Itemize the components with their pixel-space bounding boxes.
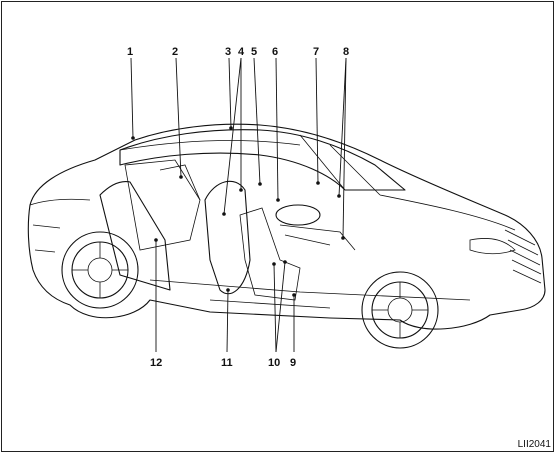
rear-wheel: [61, 231, 139, 309]
leader-lines: [130, 57, 347, 353]
callout-1: 1: [127, 46, 133, 58]
callout-5: 5: [251, 46, 257, 58]
callout-7: 7: [313, 46, 319, 58]
front-wheel: [361, 271, 439, 349]
callout-11: 11: [221, 357, 233, 369]
callout-8: 8: [343, 46, 349, 58]
callout-9: 9: [290, 357, 296, 369]
callout-6: 6: [272, 46, 278, 58]
callout-3: 3: [225, 46, 231, 58]
callout-4: 4: [238, 46, 245, 58]
callout-10: 10: [268, 357, 280, 369]
callout-labels: 1 2 3 4 5 6 7 8 9 10 11 12: [127, 46, 349, 369]
figure-code: LII2041: [517, 439, 551, 450]
callout-2: 2: [172, 46, 178, 58]
callout-12: 12: [150, 357, 162, 369]
car-body: [27, 123, 546, 330]
interior: [99, 140, 356, 301]
